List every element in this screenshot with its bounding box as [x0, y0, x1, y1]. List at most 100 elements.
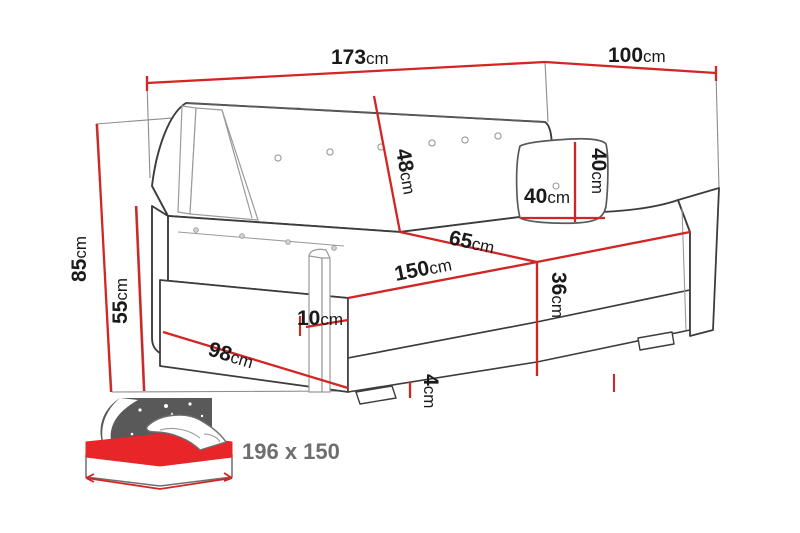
- label-150-unit: cm: [428, 255, 454, 278]
- dimension-line-85: [95, 123, 113, 393]
- label-100: 100cm: [608, 44, 666, 67]
- dimension-line-100: [544, 60, 717, 75]
- label-173-number: 173: [331, 46, 366, 69]
- star-icon: [130, 432, 134, 436]
- label-4-number: 4: [419, 374, 442, 386]
- svg-text:100cm: 100cm: [608, 44, 666, 67]
- label-150: 150cm: [393, 252, 454, 286]
- dimension-line-10: [305, 318, 349, 329]
- label-85: 85cm: [68, 236, 91, 282]
- label-36-number: 36: [547, 272, 570, 295]
- label-cushion-height-unit: cm: [588, 171, 607, 194]
- right-armrest-side: [677, 187, 720, 337]
- label-100-number: 100: [608, 44, 643, 67]
- label-55-unit: cm: [112, 278, 131, 301]
- label-55: 55cm: [109, 278, 132, 324]
- svg-text:10cm: 10cm: [297, 307, 343, 330]
- label-10-unit: cm: [320, 310, 343, 329]
- label-36-unit: cm: [548, 295, 567, 318]
- cushion-button-icon: [552, 182, 560, 190]
- label-cushion-width: 40cm: [524, 185, 570, 208]
- svg-text:65cm: 65cm: [447, 226, 497, 258]
- label-10-number: 10: [297, 307, 320, 330]
- label-48-unit: cm: [396, 170, 419, 196]
- svg-text:55cm: 55cm: [109, 278, 132, 324]
- seat-buttons: [193, 227, 337, 251]
- seat-button-icon: [193, 227, 199, 233]
- guide-right-top-vertical: [715, 72, 720, 189]
- duvet-fold-icon: [145, 414, 228, 451]
- label-65-unit: cm: [470, 234, 496, 257]
- guide-left-top-vertical: [146, 82, 151, 179]
- star-icon: [138, 408, 142, 412]
- duvet-crease: [159, 427, 201, 439]
- cushion-body: [515, 137, 609, 225]
- tufting-button-icon: [461, 136, 469, 144]
- armrest-strip-edge: [321, 257, 331, 393]
- scatter-cushion: [515, 137, 609, 225]
- backrest-top-line: [185, 102, 546, 123]
- svg-text:48cm: 48cm: [391, 147, 422, 196]
- label-cushion-width-number: 40: [524, 185, 547, 208]
- sleeping-area-icon: 196 x 150: [85, 398, 340, 490]
- bed-arrow-left: [85, 473, 95, 483]
- duvet-crease-2: [203, 433, 221, 443]
- backrest-buttons: [274, 132, 502, 162]
- seat-seam-left: [177, 231, 345, 247]
- seat-button-icon: [239, 233, 245, 239]
- label-cushion-height: 40cm: [587, 148, 610, 194]
- tufting-button-icon: [274, 154, 282, 162]
- sofa-right-armrest: [677, 187, 720, 337]
- dimension-line-173: [146, 60, 546, 85]
- label-85-number: 85: [68, 258, 91, 282]
- svg-text:36cm: 36cm: [547, 272, 570, 318]
- dimension-lines: [95, 60, 718, 398]
- label-85-unit: cm: [71, 236, 90, 259]
- bed-dimension-arrows: [85, 472, 233, 490]
- tufting-button-icon: [494, 132, 502, 140]
- label-173: 173cm: [331, 46, 389, 69]
- dimension-ticks: [298, 316, 616, 392]
- label-65-number: 65: [447, 226, 475, 253]
- bed-dimension-line: [85, 477, 233, 490]
- svg-text:150cm: 150cm: [393, 252, 454, 286]
- sleeping-area-label: 196 x 150: [242, 439, 340, 464]
- label-cushion-height-number: 40: [587, 148, 610, 171]
- label-4: 4cm: [419, 374, 442, 408]
- backrest-left-fold: [177, 105, 259, 221]
- svg-text:85cm: 85cm: [68, 236, 91, 282]
- dimension-line-55: [134, 205, 146, 392]
- bed-arrow-right: [223, 472, 233, 482]
- star-icon: [188, 402, 192, 406]
- leg-front-left: [355, 385, 397, 405]
- fold-strip-2: [189, 107, 259, 221]
- svg-text:173cm: 173cm: [331, 46, 389, 69]
- label-48: 48cm: [391, 147, 422, 196]
- fold-crease: [221, 109, 253, 219]
- seat-button-icon: [285, 239, 291, 245]
- dimension-line-65: [399, 230, 538, 264]
- label-55-number: 55: [109, 300, 132, 324]
- sofa-legs: [355, 331, 675, 405]
- star-icon: [200, 414, 204, 418]
- dimension-line-48: [372, 95, 402, 233]
- guide-mid-top-vertical: [544, 61, 549, 123]
- backrest-top-edge: [185, 102, 546, 123]
- label-10: 10cm: [297, 307, 343, 330]
- star-icon: [164, 404, 168, 408]
- label-4-unit: cm: [420, 386, 439, 409]
- armrest-strip-top: [308, 248, 331, 259]
- leg-front-right: [637, 331, 675, 351]
- tufting-button-icon: [428, 139, 436, 147]
- dimension-line-98: [162, 330, 349, 390]
- label-36: 36cm: [547, 272, 570, 318]
- label-173-unit: cm: [366, 49, 389, 68]
- dimension-line-seat-right: [536, 230, 691, 264]
- tufting-button-icon: [326, 148, 334, 156]
- svg-text:4cm: 4cm: [419, 374, 442, 408]
- svg-text:40cm: 40cm: [524, 185, 570, 208]
- armrest-strip-detail: [308, 248, 331, 393]
- right-armrest-seam: [681, 207, 687, 331]
- label-65: 65cm: [447, 226, 497, 258]
